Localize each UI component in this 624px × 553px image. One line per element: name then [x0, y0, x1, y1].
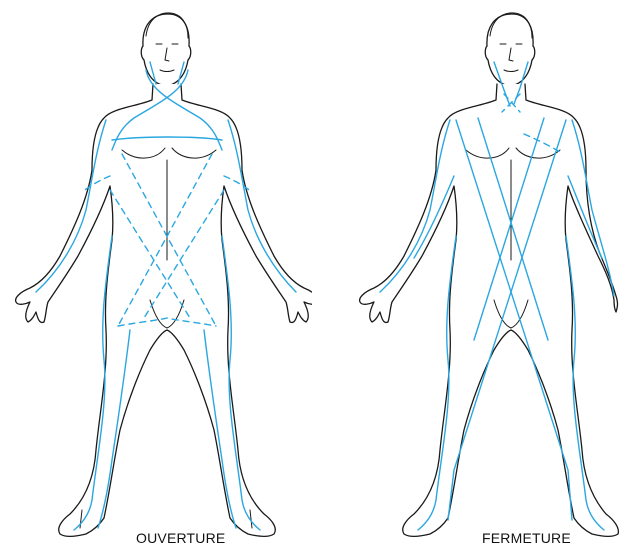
body-outline [360, 13, 619, 536]
caption-fermeture: FERMETURE [482, 530, 571, 546]
caption-ouverture: OUVERTURE [136, 530, 225, 546]
